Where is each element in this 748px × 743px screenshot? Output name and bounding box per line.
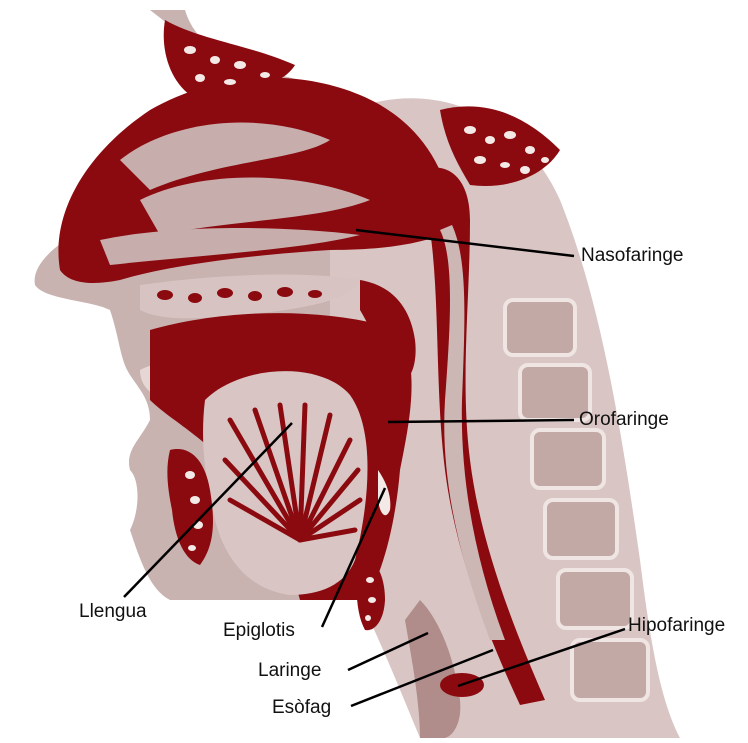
label-epiglotis: Epiglotis: [223, 621, 295, 640]
label-nasofaringe: Nasofaringe: [581, 246, 683, 265]
label-hipofaringe: Hipofaringe: [628, 616, 725, 635]
label-llengua: Llengua: [79, 602, 147, 621]
label-esofag: Esòfag: [272, 698, 331, 717]
label-orofaringe: Orofaringe: [579, 410, 669, 429]
label-laringe: Laringe: [258, 661, 321, 680]
